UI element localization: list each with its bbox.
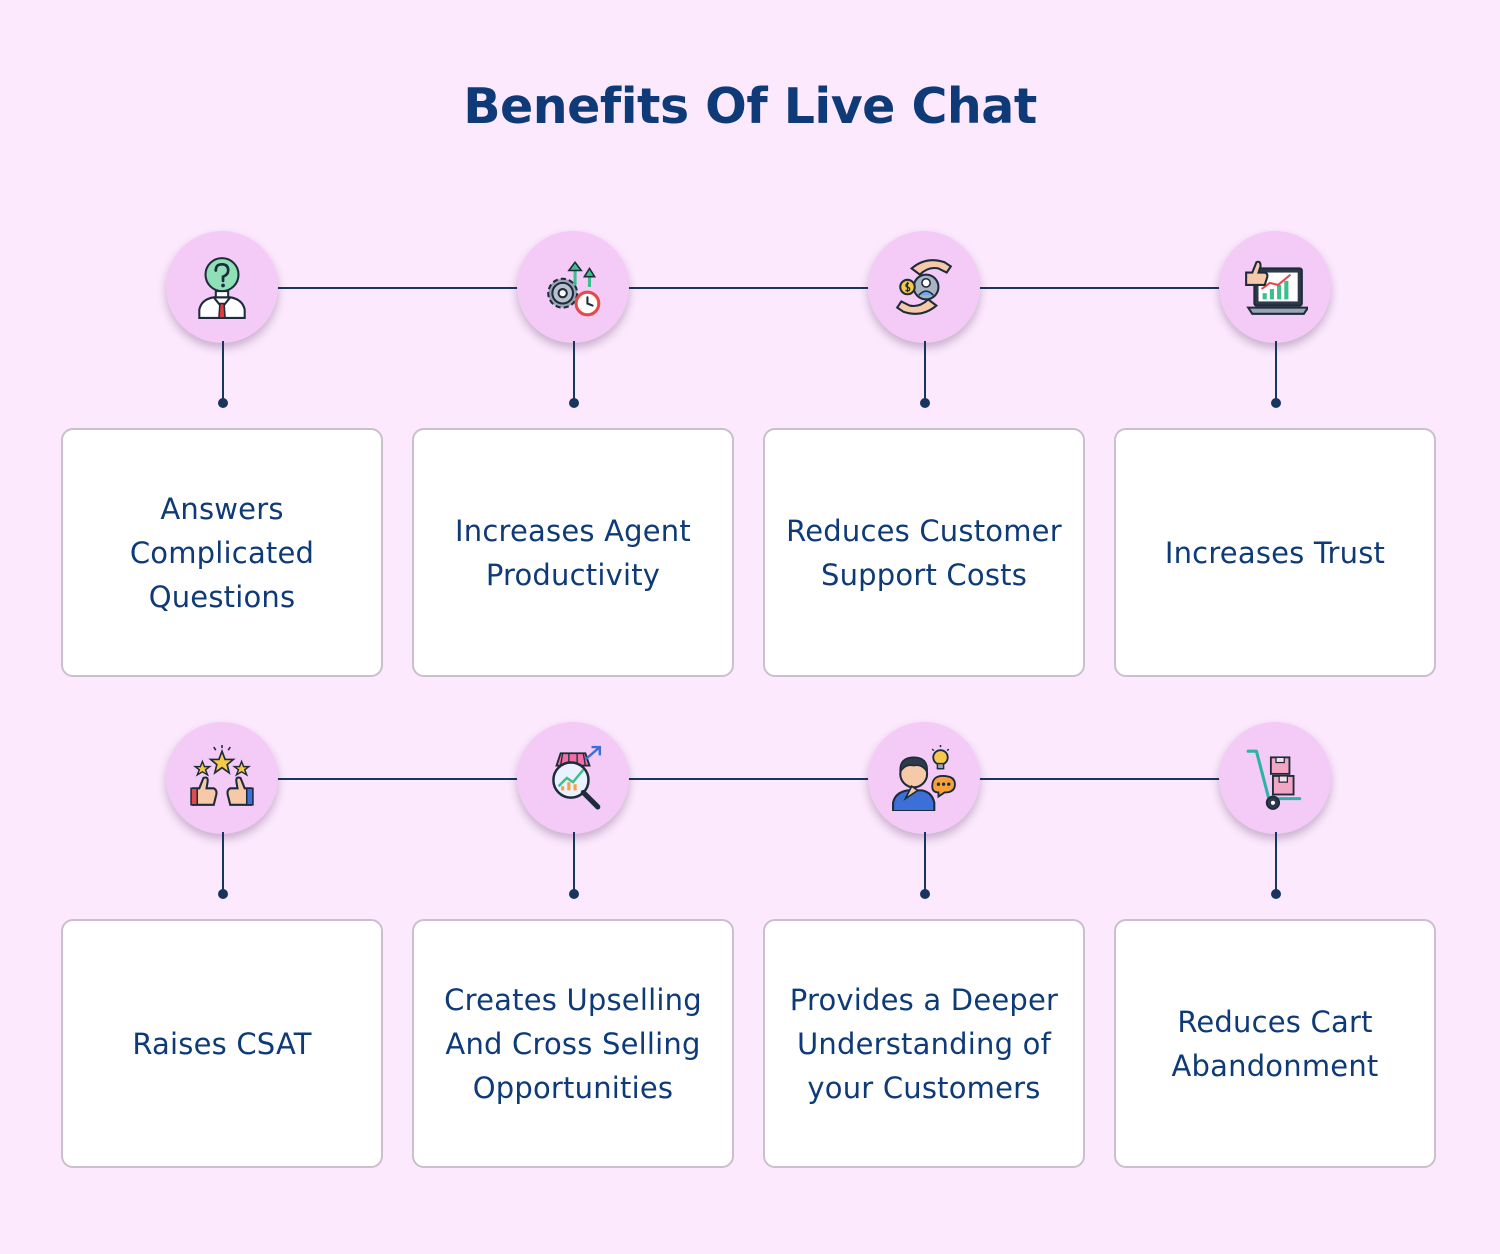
benefit-item: Raises CSAT <box>59 719 389 1179</box>
benefit-card: Creates Upselling And Cross Selling Oppo… <box>412 919 734 1168</box>
vertical-connector <box>222 341 224 401</box>
vertical-connector <box>222 832 224 892</box>
horizontal-connector <box>222 778 1260 780</box>
benefit-card: Provides a Deeper Understanding of your … <box>763 919 1085 1168</box>
benefit-label: Answers Complicated Questions <box>129 491 315 614</box>
benefit-label: Reduces Cart Abandonment <box>1171 1004 1379 1083</box>
question-person-icon <box>198 257 246 319</box>
connector-dot <box>218 889 228 899</box>
page-title: Benefits Of Live Chat <box>463 78 1037 135</box>
connector-dot <box>569 398 579 408</box>
icon-circle <box>868 722 980 834</box>
hands-money-person-icon <box>895 259 953 315</box>
icon-circle <box>166 231 278 343</box>
benefit-item: Creates Upselling And Cross Selling Oppo… <box>410 719 740 1179</box>
benefit-item: Answers Complicated Questions <box>59 228 389 688</box>
thinking-person-idea-icon <box>892 745 956 811</box>
vertical-connector <box>1275 832 1277 892</box>
benefit-label: Provides a Deeper Understanding of your … <box>789 982 1059 1105</box>
icon-circle <box>517 722 629 834</box>
icon-circle <box>1219 722 1331 834</box>
connector-dot <box>920 398 930 408</box>
shop-magnifier-growth-icon <box>552 745 602 810</box>
vertical-connector <box>1275 341 1277 401</box>
connector-dot <box>569 889 579 899</box>
benefit-card: Increases Trust <box>1114 428 1436 677</box>
benefit-item: Increases Agent Productivity <box>410 228 740 688</box>
connector-dot <box>1271 398 1281 408</box>
benefit-item: Increases Trust <box>1112 228 1442 688</box>
benefit-label: Reduces Customer Support Costs <box>786 513 1062 592</box>
stars-thumbs-up-icon <box>190 745 254 806</box>
thumbs-up-chart-laptop-icon <box>1245 260 1308 315</box>
benefit-item: Provides a Deeper Understanding of your … <box>761 719 1091 1179</box>
horizontal-connector <box>222 287 1260 289</box>
benefit-card: Raises CSAT <box>61 919 383 1168</box>
benefit-card: Reduces Cart Abandonment <box>1114 919 1436 1168</box>
gear-growth-clock-icon <box>547 260 601 317</box>
vertical-connector <box>924 341 926 401</box>
benefit-card: Answers Complicated Questions <box>61 428 383 677</box>
vertical-connector <box>573 341 575 401</box>
connector-dot <box>1271 889 1281 899</box>
vertical-connector <box>924 832 926 892</box>
icon-circle <box>166 722 278 834</box>
benefit-label: Raises CSAT <box>132 1026 312 1061</box>
benefit-label: Creates Upselling And Cross Selling Oppo… <box>444 982 702 1105</box>
benefit-item: Reduces Cart Abandonment <box>1112 719 1442 1179</box>
benefits-row-1: Answers Complicated Questions Increase <box>0 228 1500 688</box>
benefits-row-2: Raises CSAT Creates Upselling And Cross … <box>0 719 1500 1179</box>
benefit-card: Increases Agent Productivity <box>412 428 734 677</box>
icon-circle <box>868 231 980 343</box>
benefit-label: Increases Trust <box>1164 535 1386 570</box>
hand-truck-boxes-icon <box>1246 749 1302 810</box>
vertical-connector <box>573 832 575 892</box>
icon-circle <box>1219 231 1331 343</box>
connector-dot <box>218 398 228 408</box>
benefit-label: Increases Agent Productivity <box>455 513 691 592</box>
benefit-card: Reduces Customer Support Costs <box>763 428 1085 677</box>
icon-circle <box>517 231 629 343</box>
connector-dot <box>920 889 930 899</box>
benefit-item: Reduces Customer Support Costs <box>761 228 1091 688</box>
